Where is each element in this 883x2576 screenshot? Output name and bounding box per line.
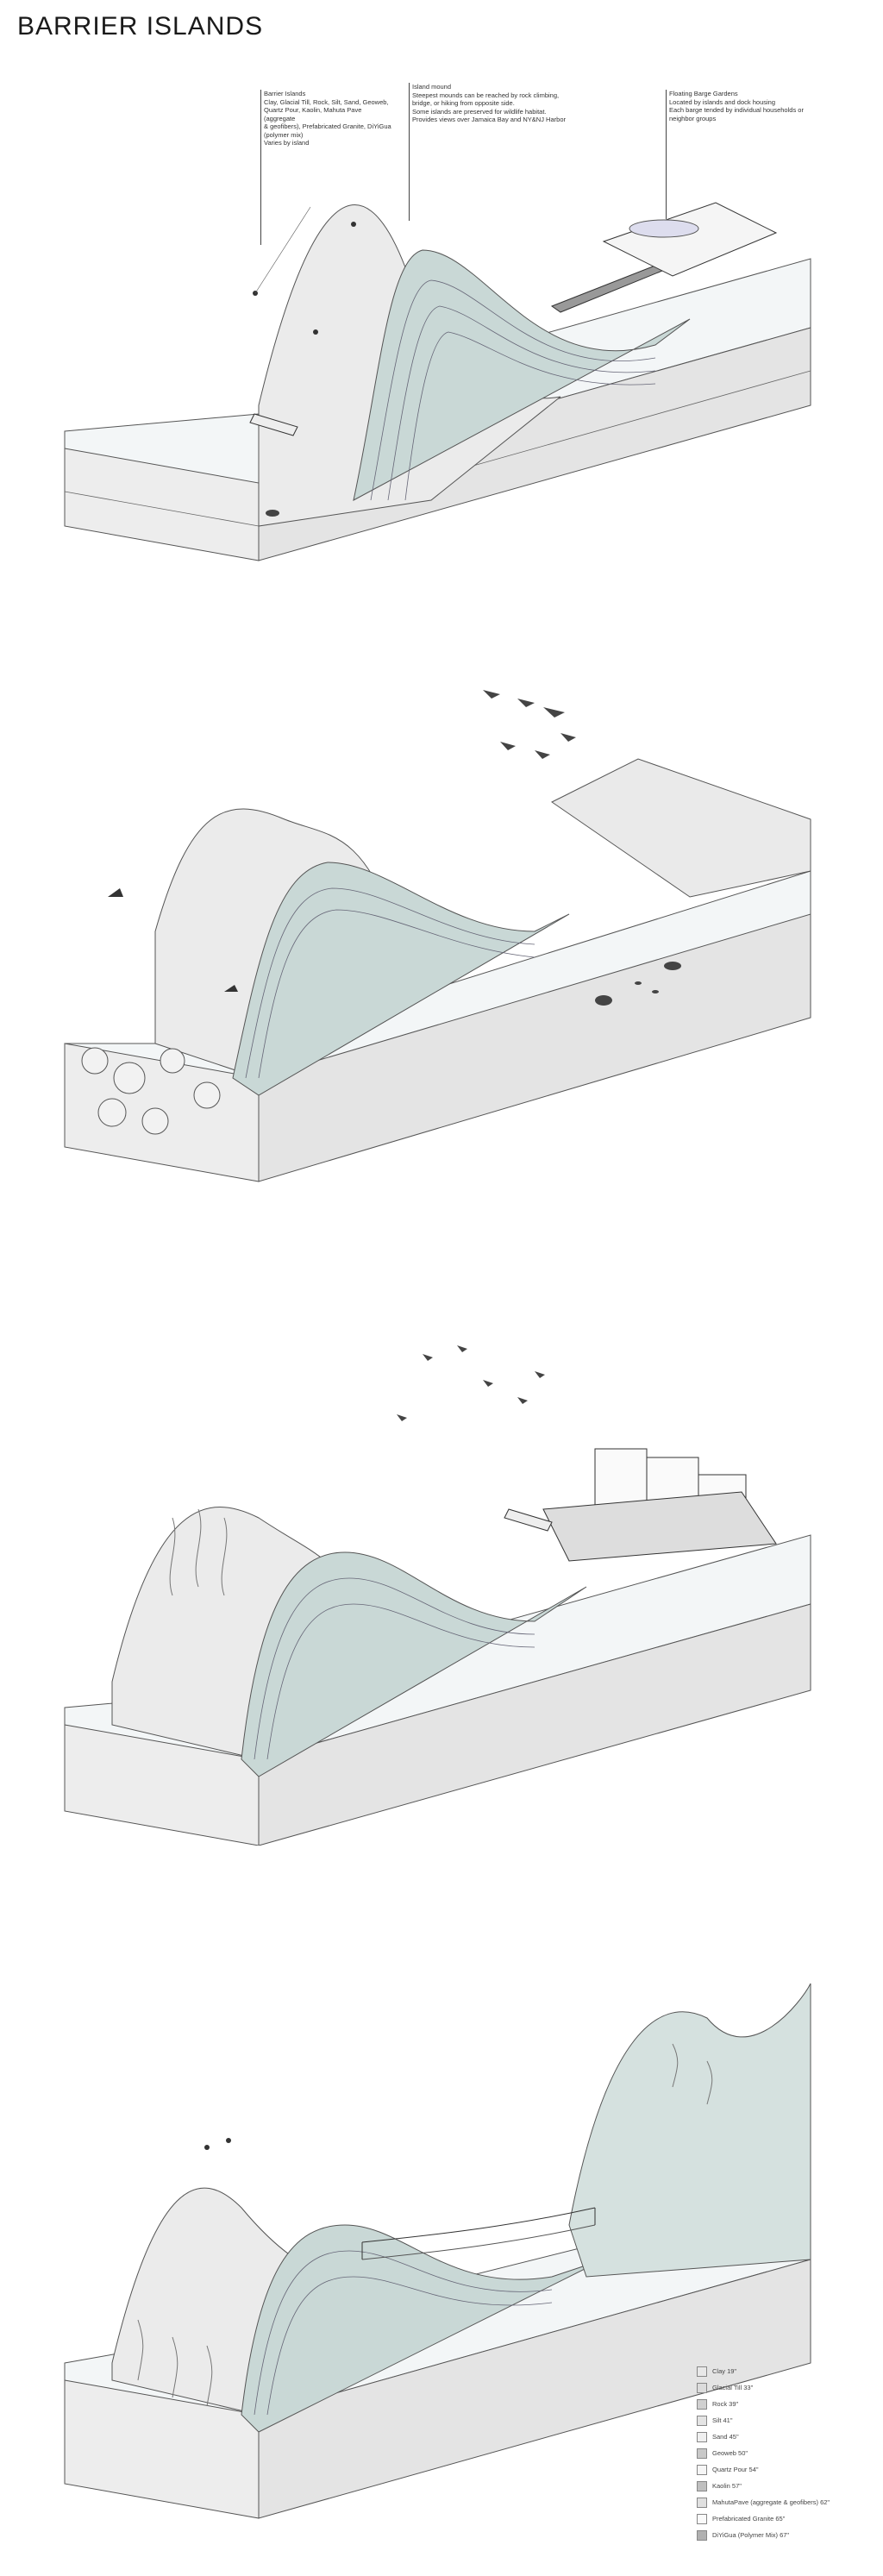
legend-item: Prefabricated Granite 65"	[697, 2510, 830, 2527]
turtle-icon	[595, 995, 612, 1006]
leader-line	[260, 90, 261, 245]
marsh-icon	[551, 758, 811, 898]
mound-strata	[232, 862, 570, 1096]
fish-icon	[635, 962, 681, 993]
mound-strata	[353, 249, 691, 501]
legend-item: Geoweb 50"	[697, 2445, 830, 2461]
slab-side	[258, 913, 811, 1182]
scene-2-habitat	[64, 690, 811, 1182]
bird-icon	[108, 888, 238, 992]
suspension-bridge-icon	[361, 2207, 596, 2260]
legend-item: MahutaPave (aggregate & geofibers) 62"	[697, 2494, 830, 2510]
mound-strata	[241, 2224, 604, 2433]
floating-barge-icon	[602, 202, 778, 277]
slab-side	[258, 2259, 811, 2519]
leader-line	[666, 90, 667, 219]
legend-item: Clay 19"	[697, 2363, 830, 2379]
legend-item: Sand 45"	[697, 2429, 830, 2445]
mound-strata	[241, 1551, 587, 1777]
legend-item: DiYiGua (Polymer Mix) 67"	[697, 2527, 830, 2543]
legend-item: Quartz Pour 54"	[697, 2461, 830, 2478]
leader-line	[409, 83, 410, 221]
diver-icon	[266, 510, 279, 517]
hikers-icon	[204, 2138, 231, 2150]
legend-item: Silt 41"	[697, 2412, 830, 2429]
materials-legend: Clay 19" Glacial Till 33" Rock 39" Silt …	[697, 2363, 830, 2543]
boat-icon	[504, 1508, 553, 1532]
annotation-floating-barge: Floating Barge Gardens Located by island…	[669, 90, 804, 122]
rock-climbing-icon	[568, 1983, 811, 2278]
bird-flock-icon	[483, 690, 576, 759]
annotation-island-mound: Island mound Steepest mounds can be reac…	[412, 83, 566, 123]
dock-housing-icon	[542, 1448, 777, 1562]
vine-icon	[169, 1508, 228, 1596]
legend-item: Glacial Till 33"	[697, 2379, 830, 2396]
page-title: BARRIER ISLANDS	[17, 12, 264, 41]
slab-front	[64, 1724, 260, 1846]
vegetation-icon	[137, 2043, 713, 2407]
legend-item: Kaolin 57"	[697, 2478, 830, 2494]
scene-4-bridge	[64, 1983, 811, 2519]
scene-1-access	[64, 202, 811, 561]
annotation-barrier-islands: Barrier Islands Clay, Glacial Till, Rock…	[264, 90, 391, 147]
rubble-icon	[81, 1047, 221, 1135]
legend-item: Rock 39"	[697, 2396, 830, 2412]
boat-icon	[249, 413, 298, 436]
slab-side	[258, 1603, 811, 1846]
scene-3-housing	[64, 1345, 811, 1846]
bird-flock-icon	[397, 1345, 545, 1421]
